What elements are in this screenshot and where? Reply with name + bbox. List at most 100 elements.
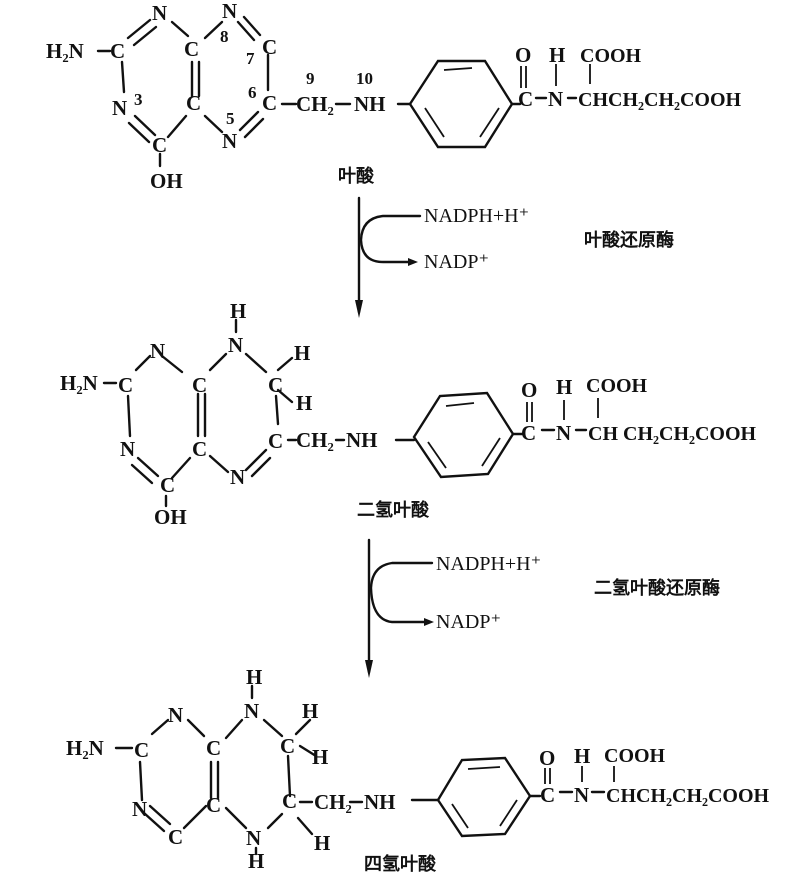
- atom-label: C: [521, 421, 536, 445]
- position-number: 3: [134, 90, 143, 109]
- bond: [286, 754, 292, 798]
- tetrahydrofolic-acid-structure: H₂N C N C N H C H H N C N H C H C CH₂ NH…: [66, 665, 770, 875]
- bond: [138, 760, 144, 802]
- atom-label: C: [282, 789, 297, 813]
- atom-label: N: [246, 826, 261, 850]
- enzyme-label: 二氢叶酸还原酶: [594, 577, 720, 599]
- reagent-out: NADP⁺: [424, 251, 489, 273]
- bond: [148, 804, 172, 826]
- bond: [262, 718, 284, 738]
- bond: [276, 388, 294, 404]
- atom-label: C: [160, 473, 175, 497]
- atom-label: C: [184, 37, 199, 61]
- atom-label: H₂N: [46, 39, 84, 63]
- atom-label: N: [222, 0, 237, 23]
- bond: [298, 744, 318, 758]
- atom-label: C: [206, 793, 221, 817]
- bond: [445, 402, 475, 407]
- bond: [294, 718, 312, 736]
- bond: [224, 806, 248, 830]
- bond: [451, 803, 469, 829]
- atom-label: COOH: [580, 45, 642, 67]
- dihydrofolic-acid-structure: H₂N C N C N H C H H N C N C C OH CH₂ NH …: [60, 299, 757, 529]
- atom-label: H: [574, 744, 590, 768]
- atom-label: H: [294, 341, 310, 365]
- position-number: 6: [248, 83, 257, 102]
- compound-name-folic-acid: 叶酸: [338, 165, 375, 187]
- atom-label: H₂N: [60, 371, 98, 395]
- bond: [126, 394, 132, 438]
- side-chain-label: CHCH₂CH₂COOH: [606, 785, 770, 807]
- atom-label: N: [548, 87, 563, 111]
- atom-label: N: [112, 96, 127, 120]
- atom-label: H: [296, 391, 312, 415]
- atom-label: N: [132, 797, 147, 821]
- position-number: 7: [246, 49, 255, 68]
- atom-label: H: [246, 665, 262, 689]
- bond: [266, 812, 284, 830]
- bond: [424, 107, 445, 138]
- atom-label: H: [302, 699, 318, 723]
- atom-label: C: [280, 734, 295, 758]
- bond: [203, 114, 224, 134]
- bond: [132, 25, 158, 47]
- atom-label: O: [521, 378, 537, 402]
- bond: [127, 121, 151, 144]
- position-number: 8: [220, 27, 229, 46]
- side-chain-label: CH CH₂CH₂COOH: [588, 423, 757, 445]
- atom-label: CH₂: [296, 428, 334, 452]
- bond: [481, 437, 501, 467]
- atom-label: C: [110, 39, 125, 63]
- side-chain-label: CHCH₂CH₂COOH: [578, 89, 742, 111]
- enzyme-label: 叶酸还原酶: [584, 229, 674, 251]
- atom-label: C: [540, 783, 555, 807]
- atom-label: C: [192, 373, 207, 397]
- bond: [443, 67, 473, 71]
- bond: [242, 15, 262, 37]
- atom-label: H: [549, 43, 565, 67]
- atom-label: H: [230, 299, 246, 323]
- atom-label: N: [230, 465, 245, 489]
- atom-label: C: [518, 87, 533, 111]
- bond: [427, 441, 447, 469]
- bond: [130, 463, 154, 485]
- atom-label: C: [118, 373, 133, 397]
- bond: [150, 718, 170, 736]
- atom-label: N: [244, 699, 259, 723]
- position-number: 10: [356, 69, 373, 88]
- reagent-in: NADPH+H⁺: [424, 205, 529, 227]
- position-number: 5: [226, 109, 235, 128]
- bond: [170, 20, 190, 38]
- bond: [120, 60, 126, 94]
- bond: [250, 456, 272, 478]
- atom-label: C: [268, 429, 283, 453]
- bond: [166, 114, 188, 139]
- cofactor-curve: [369, 561, 434, 624]
- atom-label: H: [312, 745, 328, 769]
- bond: [186, 718, 206, 738]
- compound-name-dihydrofolic-acid: 二氢叶酸: [357, 499, 430, 521]
- atom-label: CH₂: [314, 790, 352, 814]
- reagent-out: NADP⁺: [436, 611, 501, 633]
- atom-label: NH: [354, 92, 386, 116]
- bond: [499, 799, 518, 827]
- atom-label: NH: [346, 428, 378, 452]
- atom-label: N: [574, 783, 589, 807]
- atom-label: OH: [154, 505, 187, 529]
- atom-label: N: [150, 339, 165, 363]
- bond: [467, 766, 501, 770]
- atom-label: COOH: [604, 745, 666, 767]
- benzene-ring: [436, 756, 532, 838]
- arrow-head-icon: [365, 660, 373, 678]
- atom-label: C: [134, 738, 149, 762]
- bond: [208, 454, 230, 474]
- bond: [136, 456, 160, 478]
- atom-label: OH: [150, 169, 183, 193]
- benzene-ring: [408, 59, 514, 149]
- atom-label: C: [268, 373, 283, 397]
- bond: [134, 354, 152, 372]
- bond: [160, 354, 184, 374]
- atom-label: C: [152, 133, 167, 157]
- bond: [244, 352, 268, 374]
